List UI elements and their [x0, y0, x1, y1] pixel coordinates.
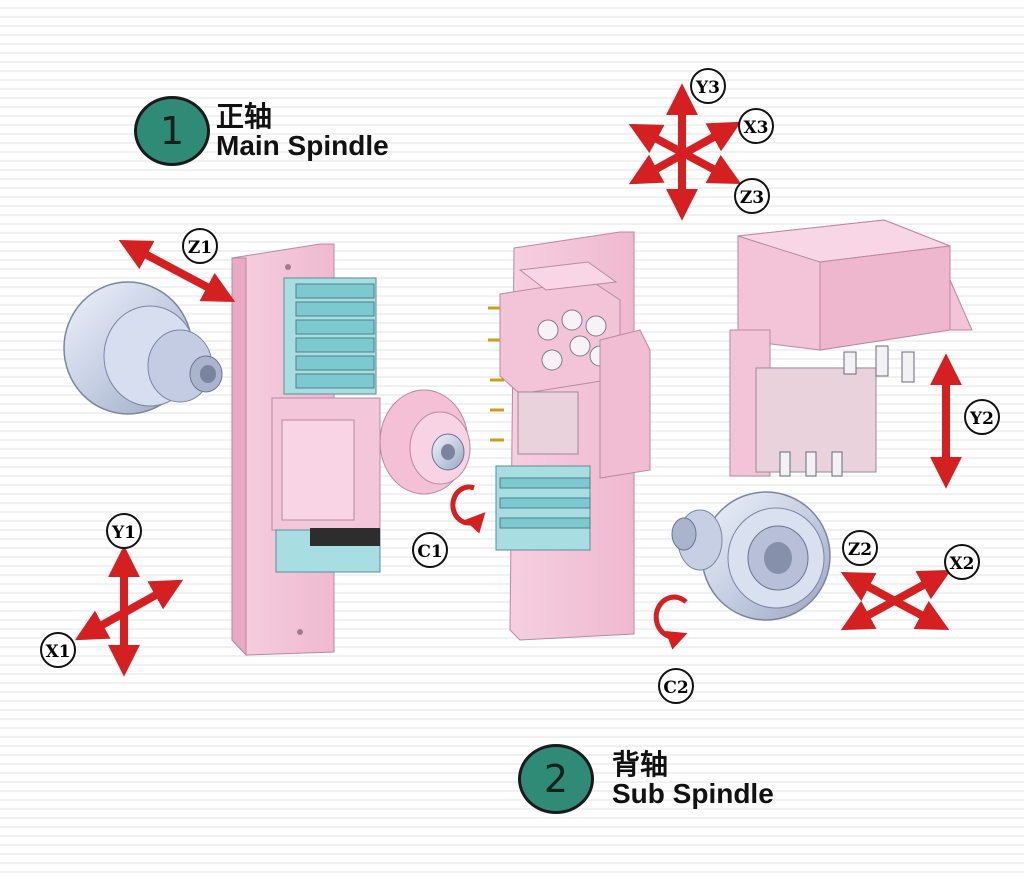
main-spindle-title-cn: 正轴 [216, 99, 273, 133]
main-spindle-title-en: Main Spindle [216, 130, 389, 161]
axis-label-c1: C1 [412, 532, 448, 568]
svg-text:Y2: Y2 [969, 409, 994, 429]
svg-text:C2: C2 [663, 678, 688, 698]
svg-text:X2: X2 [949, 554, 974, 574]
center-tool-post [488, 231, 651, 641]
axis-label-y3: Y3 [690, 68, 726, 104]
svg-text:Z2: Z2 [848, 540, 872, 560]
axis-label-x2: X2 [944, 544, 980, 580]
x3-y3-z3-axis-arrows-icon [628, 83, 742, 221]
main-tool-gang [271, 277, 381, 573]
axis-labels: Z1 Y1 X1 C1 Y3 X3 Z3 Y2 Z2 X2 C2 [40, 68, 1000, 704]
z1-axis-arrow-icon [118, 239, 236, 303]
sub-spindle-title-cn: 背轴 [612, 747, 669, 781]
sub-spindle-title-en: Sub Spindle [612, 778, 774, 809]
sub-spindle-number-badge: 2 [518, 744, 594, 814]
sub-spindle-title: 2 背轴 Sub Spindle [518, 744, 774, 814]
sub-spindle-chuck [671, 491, 831, 621]
main-spindle-chuck [63, 281, 223, 415]
svg-text:X1: X1 [45, 642, 70, 662]
svg-text:Y3: Y3 [695, 78, 720, 98]
z2-x2-axis-arrows-icon [840, 569, 952, 631]
axis-label-x1: X1 [40, 632, 76, 668]
y1-x1-axis-arrows-icon [74, 545, 184, 677]
c1-rotary-unit [379, 389, 486, 534]
svg-text:Z1: Z1 [188, 238, 212, 258]
axis-label-c2: C2 [658, 668, 694, 704]
axis-label-x3: X3 [738, 108, 774, 144]
axis-label-y2: Y2 [964, 399, 1000, 435]
svg-text:C1: C1 [417, 542, 442, 562]
axis-label-z1: Z1 [182, 228, 218, 264]
c2-rotation-arrow-icon [653, 594, 688, 650]
svg-text:X3: X3 [743, 118, 768, 138]
sub-gang-block [729, 219, 973, 477]
svg-text:Z3: Z3 [740, 188, 764, 208]
svg-text:Y1: Y1 [111, 523, 136, 543]
axis-label-y1: Y1 [106, 513, 142, 549]
axis-label-z2: Z2 [842, 530, 878, 566]
main-spindle-title: 1 正轴 Main Spindle [134, 96, 389, 166]
axis-label-z3: Z3 [734, 178, 770, 214]
main-spindle-number-badge: 1 [134, 96, 210, 166]
